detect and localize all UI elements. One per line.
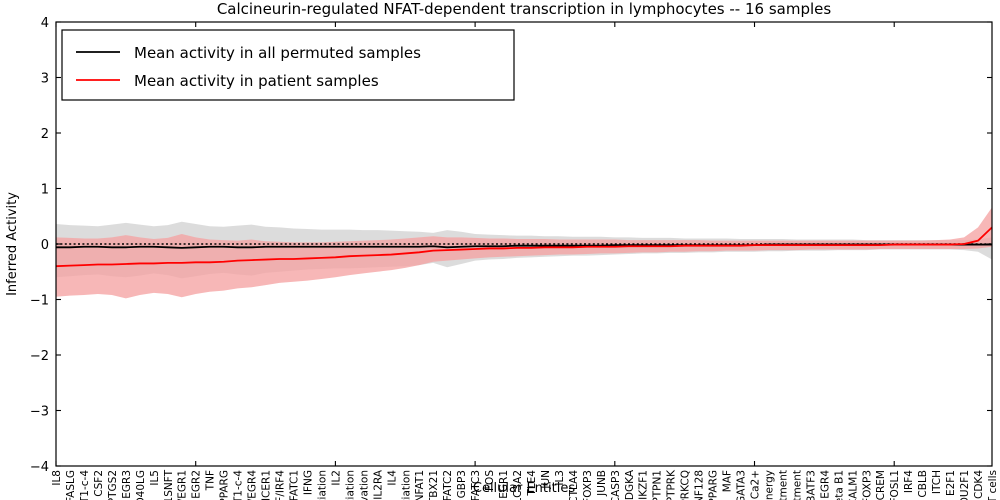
x-category-label: Jun/NFAT1-c-4/p21SNFT	[163, 469, 175, 500]
x-category-label: RNF128	[694, 470, 706, 500]
x-category-label: IRF4	[903, 470, 915, 493]
x-category-label: activation-induced cell death of T cells	[987, 470, 999, 500]
x-category-label: EGR1	[498, 470, 510, 499]
x-category-label: T-helper 2 cell lineage commitment	[777, 470, 789, 500]
x-category-label: NFAT1/FOXP3	[582, 470, 594, 500]
patient-confidence-band	[56, 207, 992, 299]
x-category-label: IL2	[330, 470, 342, 486]
x-category-label: NFAT1-c-4 (dimer)/EGR4	[247, 470, 259, 500]
x-category-label: CaM/Ca2+/Calcineurin A alpha-beta B1	[833, 470, 845, 500]
x-category-label: AP-1/NFAT1	[414, 470, 426, 500]
y-tick-label: −4	[30, 460, 49, 475]
x-category-label: CREM	[875, 470, 887, 500]
x-category-label: ITCH	[931, 470, 943, 494]
x-category-label: IL3	[554, 470, 566, 486]
y-tick-label: −3	[30, 405, 49, 420]
x-category-label: IKZF1	[638, 470, 650, 500]
x-category-label: NFATC3	[470, 470, 482, 500]
x-category-label: NFAT1-c-4/MAF/IRF4	[275, 470, 287, 500]
x-category-label: PTGS2	[107, 470, 119, 500]
x-category-label: JunB/Fra1/NFAT1-c-4	[233, 470, 245, 500]
x-category-label: GATA3	[736, 470, 748, 500]
x-category-label: E2F1	[945, 470, 957, 496]
y-tick-label: −1	[30, 294, 49, 309]
y-tick-label: 1	[41, 183, 49, 198]
x-category-label: CTLA4	[568, 470, 580, 500]
x-category-label: IL2RA	[372, 469, 384, 499]
x-category-label: NFATC2	[442, 470, 454, 500]
y-tick-label: 0	[41, 238, 49, 253]
x-category-label: AP-1/NFAT1-c-4	[79, 470, 91, 500]
x-category-label: TNF	[205, 470, 217, 491]
y-tick-label: 4	[41, 16, 49, 31]
x-category-label: CBLB	[917, 470, 929, 498]
x-category-label: SLC3A2	[512, 470, 524, 500]
x-category-label: FOSL1	[889, 470, 901, 500]
x-category-label: CSF2	[93, 470, 105, 497]
x-category-label: BATF3	[805, 470, 817, 500]
x-category-label: NFAT1-c-4/PPARG	[219, 470, 231, 500]
y-tick-label: −2	[30, 349, 49, 364]
legend-label: Mean activity in patient samples	[134, 72, 379, 90]
patient-mean-line	[55, 226, 993, 268]
x-category-label: IL4	[386, 470, 398, 486]
x-category-label: CD4-positive CD25-positive alpha-beta re…	[316, 470, 328, 500]
legend-box	[61, 29, 515, 101]
y-tick-label: 3	[41, 72, 49, 87]
x-category-label: EGR3	[121, 470, 133, 499]
x-category-label: PPARG	[708, 470, 720, 500]
chart-title: Calcineurin-regulated NFAT-dependent tra…	[217, 0, 832, 18]
x-category-label: EGR2	[191, 470, 203, 499]
x-category-label: FOXP3	[861, 470, 873, 500]
y-tick-label: 2	[41, 127, 49, 142]
x-category-label: T cell activation	[358, 470, 370, 500]
x-category-label: T cell anergy	[763, 470, 775, 500]
x-category-label: GBP3	[456, 470, 468, 498]
x-category-label: JUNB	[596, 470, 608, 497]
x-category-label: NFAT1-c-4 (dimer)/EGR1	[177, 470, 189, 500]
x-category-label: T-helper 1 cell lineage commitment	[791, 470, 803, 500]
x-category-label: FASLG	[65, 470, 77, 500]
x-category-label: TLE4	[526, 470, 538, 497]
x-category-label: EGR4	[819, 470, 831, 499]
x-category-label: TBX21	[428, 470, 440, 500]
x-category-label: IFNG	[302, 470, 314, 495]
x-category-label: T-helper 2 cell differentiation	[400, 470, 412, 500]
x-category-label: IL8	[51, 470, 63, 486]
x-category-label: DGKA	[624, 469, 636, 500]
x-category-label: IL5	[149, 470, 161, 486]
y-axis-title: Inferred Activity	[5, 192, 20, 296]
x-category-label: MAF	[722, 470, 734, 492]
x-category-label: T-helper 1 cell differentiation	[344, 470, 356, 500]
x-category-label: CASP3	[610, 470, 622, 500]
x-category-label: CDK4	[973, 470, 985, 499]
x-category-label: JUN	[540, 470, 552, 490]
legend-label: Mean activity in all permuted samples	[134, 44, 421, 62]
x-category-label: mol:Ca2+	[750, 470, 762, 500]
x-category-label: PTPN1	[652, 470, 664, 500]
x-category-label: PRKCQ	[680, 470, 692, 500]
x-category-label: CD40LG	[135, 470, 147, 500]
x-category-label: FOS	[484, 470, 496, 491]
x-category-label: NFATC1	[288, 470, 300, 500]
x-category-label: PTPRK	[666, 469, 678, 500]
x-category-label: CALM1	[847, 470, 859, 500]
x-category-label: POU2F1	[959, 470, 971, 500]
x-axis-title: Cellular Entities	[473, 481, 575, 496]
x-category-label: NFAT1-c-4/ICER1	[261, 470, 273, 500]
